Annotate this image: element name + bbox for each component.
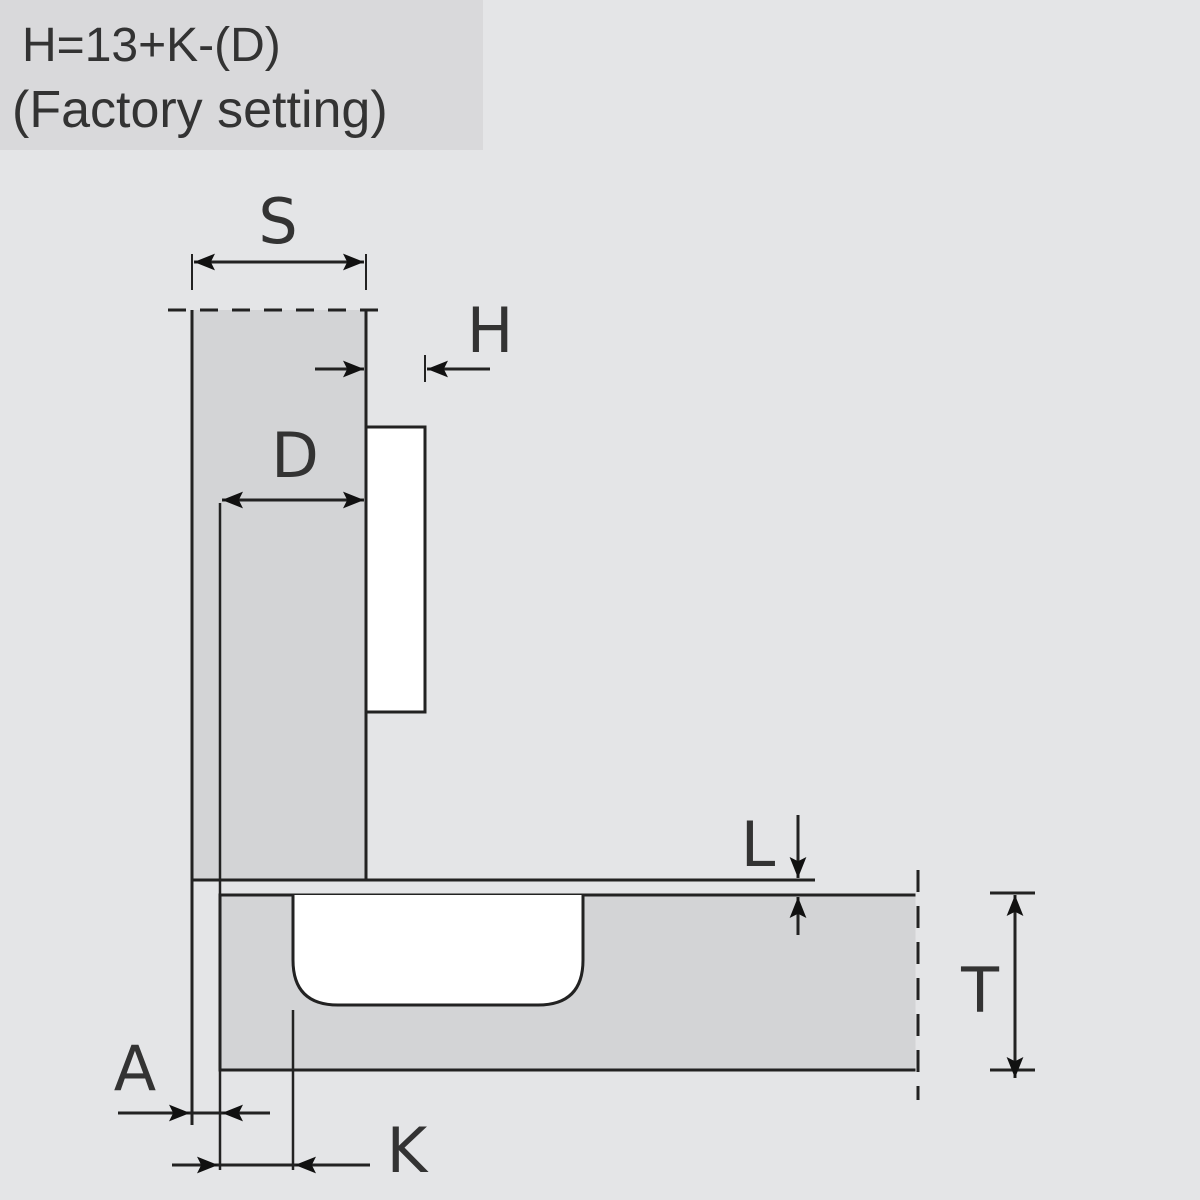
label-d: D	[271, 419, 319, 492]
label-s: S	[258, 185, 297, 258]
label-l: L	[741, 808, 776, 881]
label-k: K	[387, 1114, 429, 1187]
formula-text: H=13+K-(D)	[22, 19, 281, 72]
cabinet-side-panel	[192, 310, 366, 880]
label-t: T	[960, 954, 1000, 1027]
mounting-plate	[364, 425, 427, 714]
factory-setting-note: (Factory setting)	[12, 81, 388, 139]
label-a: A	[114, 1032, 156, 1105]
label-h: H	[467, 294, 514, 367]
formula-box: H=13+K-(D) (Factory setting)	[0, 0, 483, 150]
hinge-cup	[291, 895, 585, 1007]
